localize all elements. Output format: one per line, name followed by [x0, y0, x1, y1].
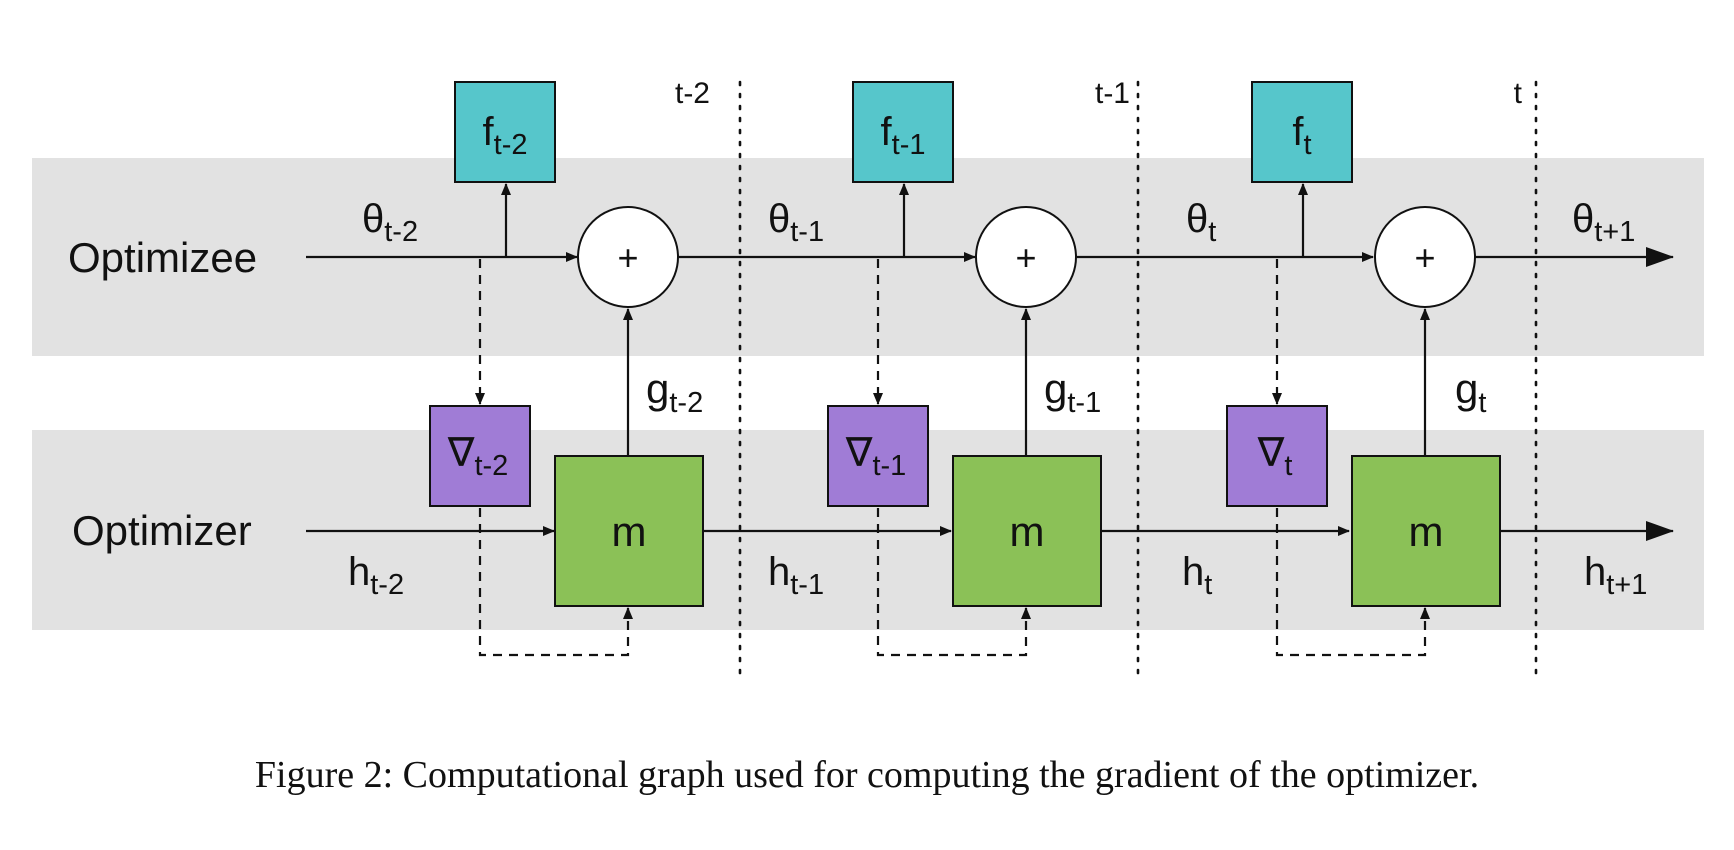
time-steps: ft-2 ∇t-2 m gt-2 + ft-1 — [429, 81, 1501, 657]
time-label-t: t — [1514, 77, 1523, 110]
loss-box — [852, 81, 954, 183]
loss-label: ft-1 — [881, 110, 926, 161]
sum-node — [577, 206, 679, 308]
h-label-t: ht — [1182, 550, 1212, 601]
theta-label-t-1: θt-1 — [768, 197, 824, 248]
step-t-1: ft-1 ∇t-1 m gt-1 + — [827, 81, 1102, 657]
loss-box — [454, 81, 556, 183]
gradient-label: ∇t — [1257, 431, 1293, 482]
sum-symbol: + — [1015, 237, 1036, 278]
optimizee-label: Optimizee — [68, 234, 257, 281]
sum-symbol: + — [1414, 237, 1435, 278]
model-box — [952, 455, 1102, 607]
sum-symbol: + — [617, 237, 638, 278]
h-label-t-1: ht-1 — [768, 550, 824, 601]
time-separators — [738, 80, 1538, 677]
gradient-label: ∇t-1 — [845, 431, 907, 482]
loss-box — [1251, 81, 1353, 183]
theta-label-t: θt — [1186, 197, 1216, 248]
model-box — [554, 455, 704, 607]
update-label: gt-2 — [646, 365, 703, 419]
sum-node — [1374, 206, 1476, 308]
loss-label: ft-2 — [483, 110, 528, 161]
loss-label: ft — [1292, 110, 1311, 161]
optimizer-label: Optimizer — [72, 507, 252, 554]
sum-node — [975, 206, 1077, 308]
time-label-t-1: t-1 — [1095, 77, 1130, 110]
h-label-t+1: ht+1 — [1584, 550, 1647, 601]
hidden-state-labels: ht-2 ht-1 ht ht+1 — [348, 550, 1647, 601]
h-label-t-2: ht-2 — [348, 550, 404, 601]
gradient-box — [1226, 405, 1328, 507]
model-label: m — [1010, 508, 1045, 555]
figure-caption: Figure 2: Computational graph used for c… — [255, 754, 1479, 796]
step-t-2: ft-2 ∇t-2 m gt-2 + — [429, 81, 704, 657]
gradient-box — [827, 405, 929, 507]
theta-label-t-2: θt-2 — [362, 197, 418, 248]
time-label-t-2: t-2 — [675, 77, 710, 110]
step-t: ft ∇t m gt + — [1226, 81, 1501, 657]
update-label: gt — [1455, 365, 1486, 419]
update-label: gt-1 — [1044, 365, 1101, 419]
main-flows — [306, 247, 1674, 541]
parameter-labels: θt-2 θt-1 θt θt+1 — [362, 197, 1635, 248]
gradient-label: ∇t-2 — [447, 431, 509, 482]
model-box — [1351, 455, 1501, 607]
model-label: m — [612, 508, 647, 555]
model-label: m — [1409, 508, 1444, 555]
theta-label-t+1: θt+1 — [1572, 197, 1635, 248]
gradient-box — [429, 405, 531, 507]
